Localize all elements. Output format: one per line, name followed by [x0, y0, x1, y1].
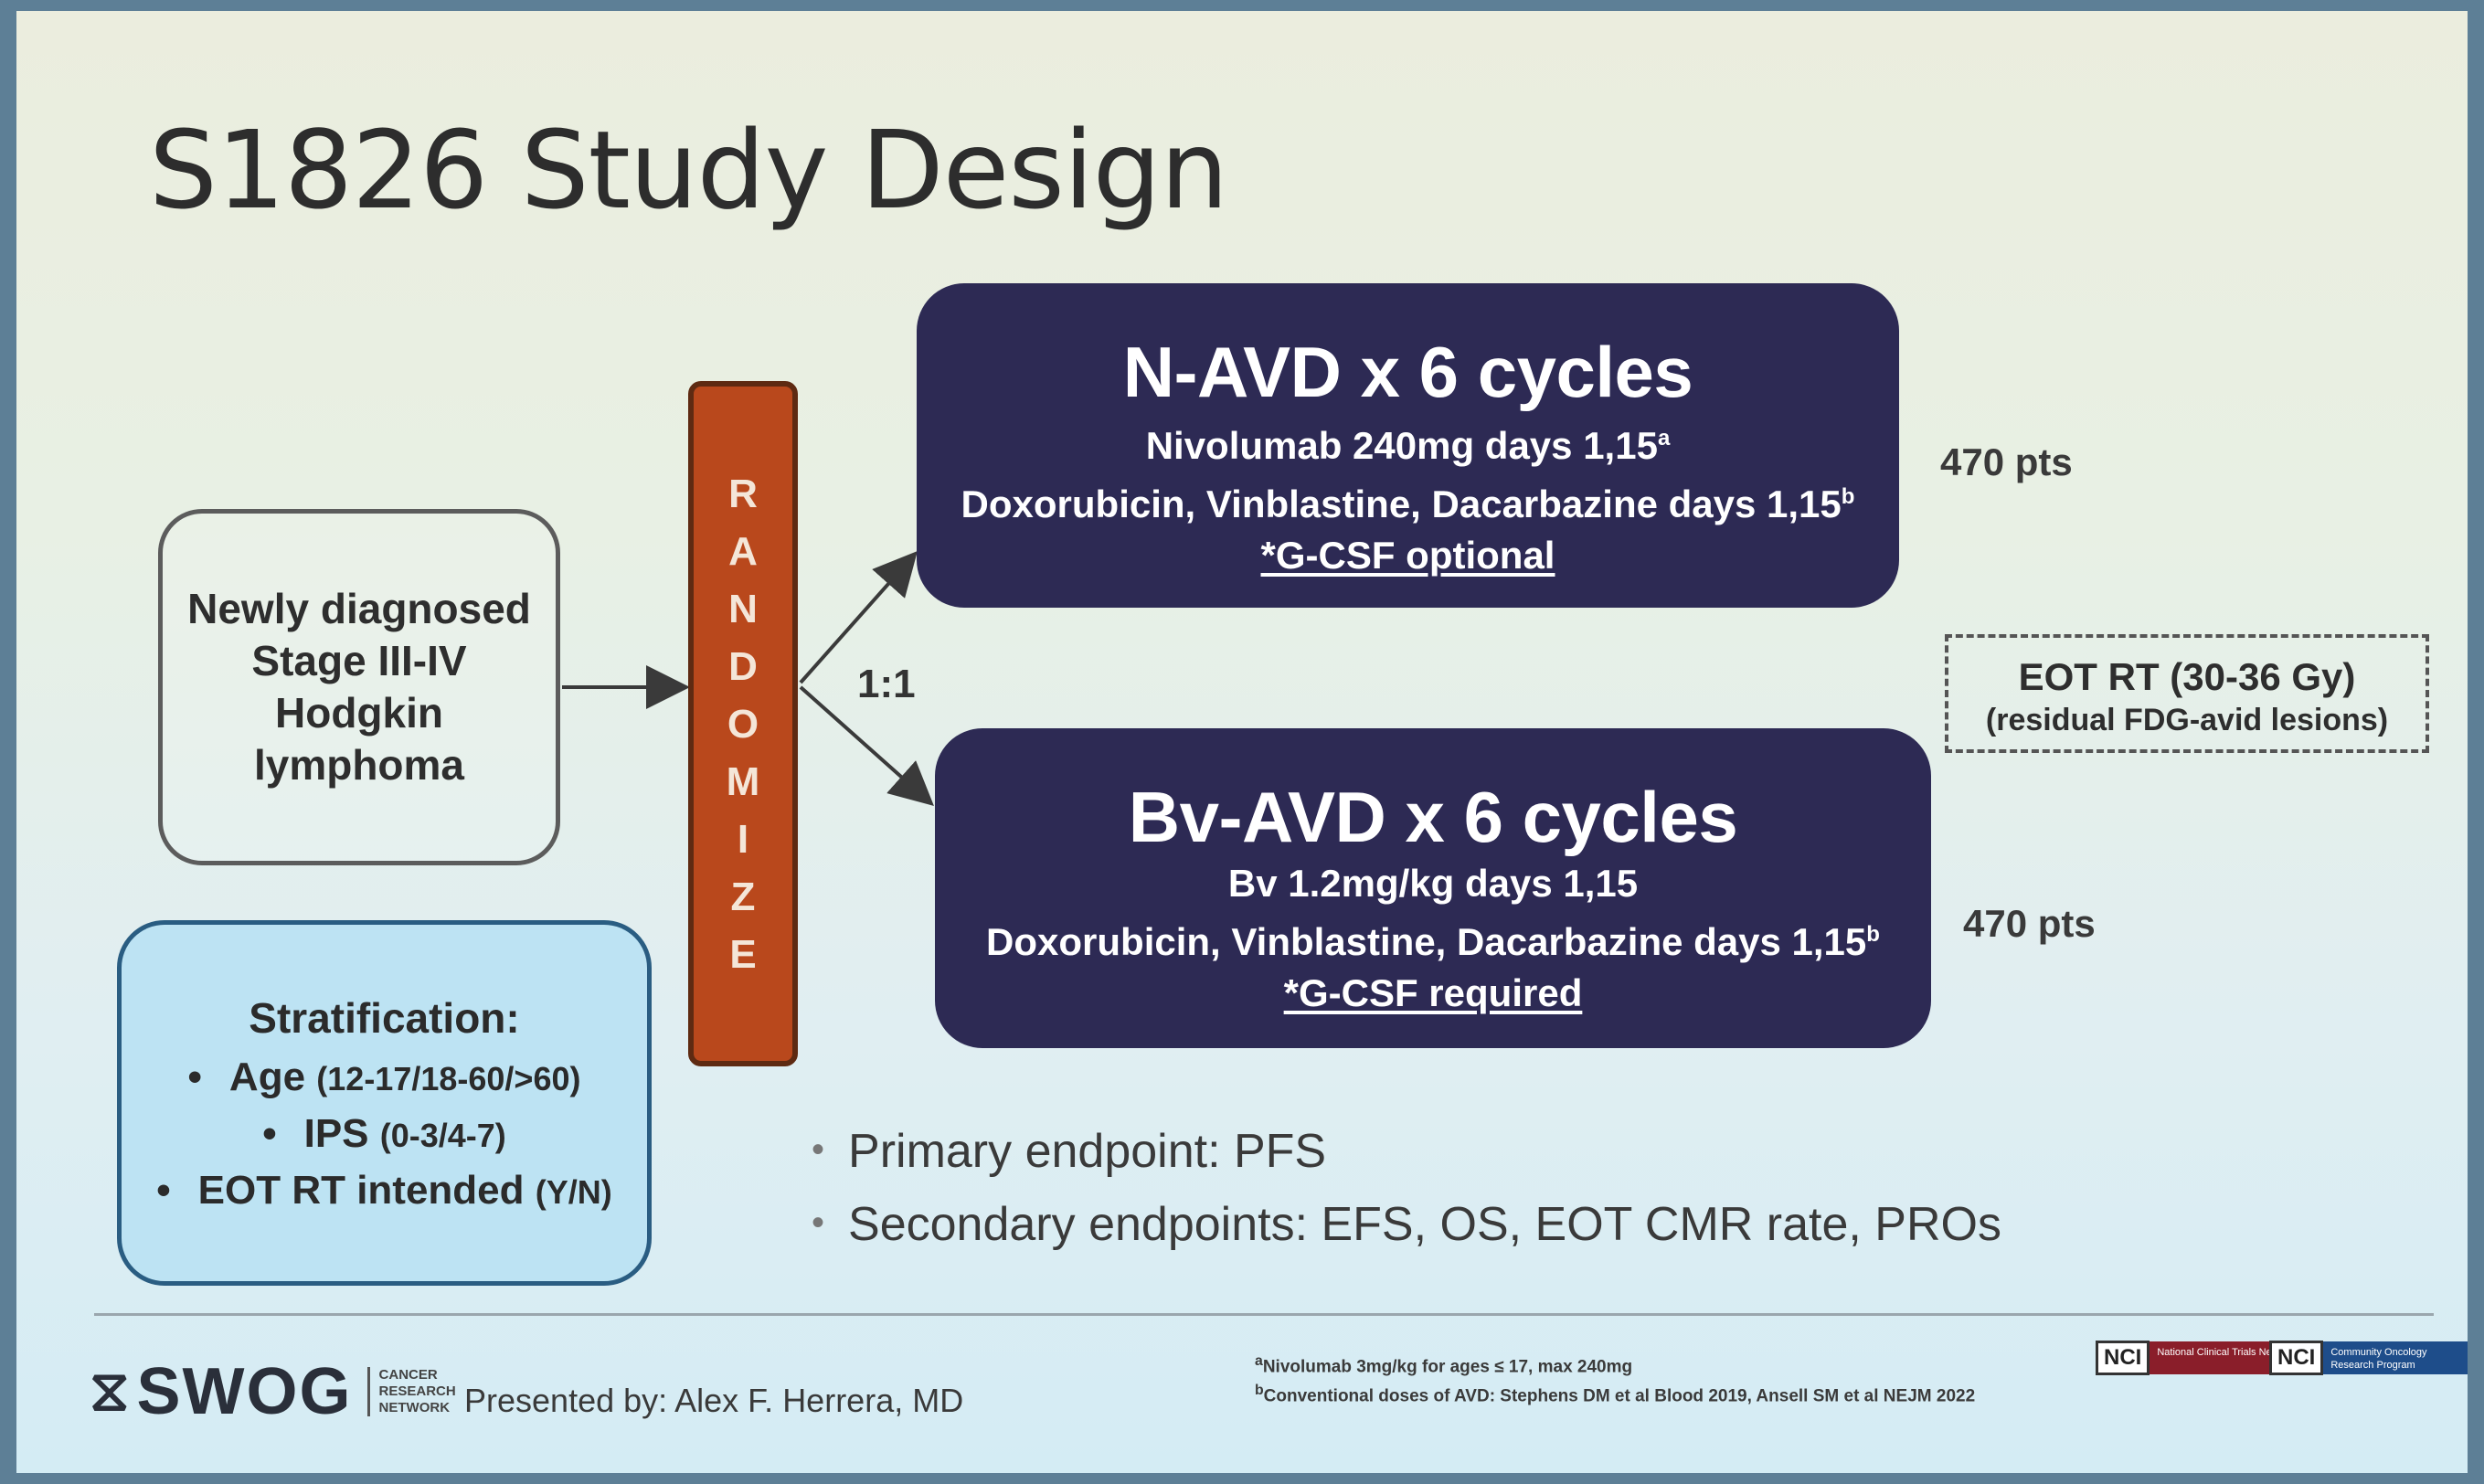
- nci-ncorp-logo: NCI Community Oncology Research Program: [2269, 1341, 2468, 1375]
- inclusion-line: Stage III-IV: [251, 637, 467, 684]
- strat-detail: (Y/N): [535, 1173, 612, 1211]
- stratification-item: •EOT RT intended (Y/N): [156, 1168, 612, 1213]
- swog-mark-icon: ⧖: [90, 1360, 130, 1423]
- footnote-a: aNivolumab 3mg/kg for ages ≤ 17, max 240…: [1255, 1353, 1633, 1377]
- randomize-letter: O: [727, 701, 759, 747]
- randomize-bar: R A N D O M I Z E: [688, 381, 798, 1066]
- arm-gcsf-note: *G-CSF required: [1283, 971, 1583, 1014]
- strat-label: Age: [228, 1055, 306, 1099]
- slide: S1826 Study Design Newly diagnosed Stage…: [16, 11, 2468, 1473]
- arm-1-patients: 470 pts: [1940, 440, 2073, 483]
- eot-rt-detail: (residual FDG-avid lesions): [1985, 703, 2389, 737]
- strat-detail: (0-3/4-7): [379, 1117, 506, 1154]
- randomize-letter: R: [728, 471, 758, 516]
- inclusion-line: Hodgkin: [275, 689, 443, 737]
- randomize-letter: M: [726, 758, 760, 804]
- arm-2-patients: 470 pts: [1963, 902, 2096, 945]
- randomize-letter: Z: [730, 874, 756, 919]
- endpoints-list: •Primary endpoint: PFS •Secondary endpoi…: [812, 1117, 2001, 1263]
- stratification-item: •IPS (0-3/4-7): [262, 1111, 506, 1156]
- endpoint-item: •Primary endpoint: PFS: [812, 1125, 1327, 1178]
- inclusion-box: Newly diagnosed Stage III-IV Hodgkin lym…: [158, 509, 560, 865]
- slide-title: S1826 Study Design: [149, 107, 1228, 233]
- arm-title: Bv-AVD x 6 cycles: [1128, 777, 1738, 857]
- arm-line-1: Bv 1.2mg/kg days 1,15: [1227, 862, 1639, 905]
- inclusion-line: lymphoma: [253, 741, 465, 789]
- nci-label: NCI: [2269, 1341, 2324, 1375]
- arm-line-1: Nivolumab 240mg days 1,15a: [1145, 424, 1671, 467]
- randomize-letter: E: [729, 931, 757, 977]
- presenter-credit: Presented by: Alex F. Herrera, MD: [464, 1382, 964, 1419]
- stratification-box: Stratification: •Age (12-17/18-60/>60) •…: [117, 920, 652, 1286]
- arm-bv-avd-box: Bv-AVD x 6 cycles Bv 1.2mg/kg days 1,15 …: [935, 728, 1931, 1048]
- swog-logo: ⧖ SWOG CANCER RESEARCH NETWORK: [90, 1354, 456, 1429]
- endpoint-item: •Secondary endpoints: EFS, OS, EOT CMR r…: [812, 1198, 2001, 1251]
- footnote-b: bConventional doses of AVD: Stephens DM …: [1255, 1383, 1976, 1406]
- strat-label: EOT RT intended: [197, 1168, 525, 1213]
- arm-title: N-AVD x 6 cycles: [1122, 332, 1693, 412]
- eot-rt-title: EOT RT (30-36 Gy): [2018, 655, 2356, 698]
- eot-rt-box: EOT RT (30-36 Gy) (residual FDG-avid les…: [1945, 634, 2429, 753]
- randomize-letter: D: [728, 643, 758, 689]
- randomization-ratio: 1:1: [857, 662, 916, 706]
- arm-line-2: Doxorubicin, Vinblastine, Dacarbazine da…: [986, 920, 1880, 963]
- footer-divider: [94, 1313, 2434, 1316]
- arrow-randomize-to-arm2: [799, 685, 934, 806]
- randomize-letter: I: [737, 816, 749, 862]
- stratification-heading: Stratification:: [249, 994, 520, 1042]
- footnotes: aNivolumab 3mg/kg for ages ≤ 17, max 240…: [1255, 1350, 1975, 1409]
- swog-wordmark: SWOG: [136, 1355, 353, 1428]
- inclusion-line: Newly diagnosed: [187, 585, 531, 632]
- stratification-item: •Age (12-17/18-60/>60): [187, 1055, 581, 1099]
- strat-detail: (12-17/18-60/>60): [316, 1060, 581, 1097]
- arm-gcsf-note: *G-CSF optional: [1260, 534, 1555, 577]
- arm-n-avd-box: N-AVD x 6 cycles Nivolumab 240mg days 1,…: [917, 283, 1899, 608]
- nci-label: NCI: [2096, 1341, 2150, 1375]
- strat-label: IPS: [303, 1111, 369, 1156]
- randomize-letter: A: [728, 528, 758, 574]
- randomize-letter: N: [728, 586, 758, 631]
- nci-ncorp-text: Community Oncology Research Program: [2323, 1341, 2468, 1374]
- arm-line-2: Doxorubicin, Vinblastine, Dacarbazine da…: [961, 482, 1855, 525]
- arrow-randomize-to-arm1: [799, 551, 918, 684]
- swog-subtitle: CANCER RESEARCH NETWORK: [366, 1367, 456, 1416]
- connector-arrows: [562, 551, 934, 806]
